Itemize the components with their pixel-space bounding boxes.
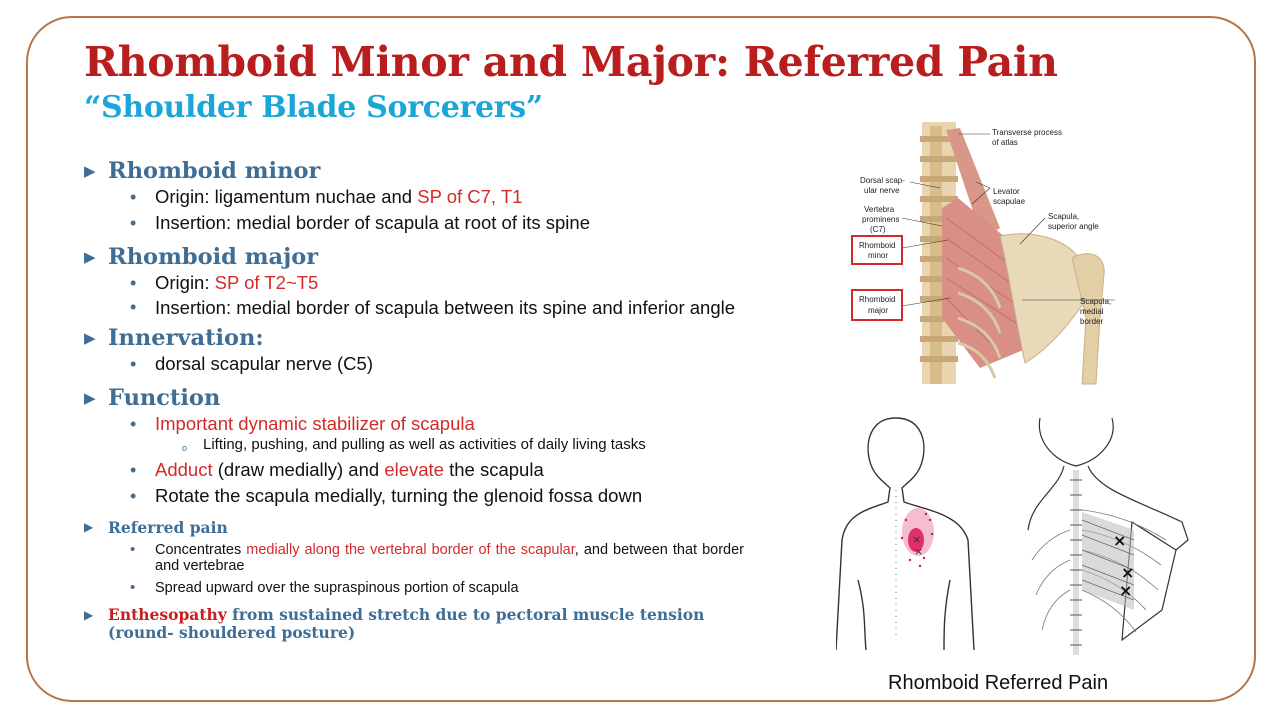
minor-origin: • Origin: ligamentum nuchae and SP of C7…: [130, 186, 523, 207]
svg-text:scapulae: scapulae: [993, 197, 1026, 206]
label-rhomboid-major: Rhomboid: [859, 295, 895, 304]
slide-title: Rhomboid Minor and Major: Referred Pain: [84, 38, 1058, 86]
svg-text:superior angle: superior angle: [1048, 222, 1099, 231]
svg-text:border: border: [1080, 317, 1103, 326]
label-scapula-medial-border: Scapula,: [1080, 297, 1111, 306]
svg-text:medial: medial: [1080, 307, 1104, 316]
figure-caption: Rhomboid Referred Pain: [888, 672, 1109, 694]
svg-text:prominens: prominens: [862, 215, 899, 224]
svg-text:(C7): (C7): [870, 225, 886, 234]
bullet-icon: •: [130, 486, 137, 506]
scapula-bone: [999, 233, 1091, 364]
svg-text:major: major: [868, 306, 888, 315]
svg-text:×: ×: [1121, 563, 1134, 582]
major-origin: • Origin: SP of T2~T5: [130, 272, 319, 293]
referred-pain-illustration: × × × × ×: [836, 417, 1189, 655]
svg-text:×: ×: [1119, 581, 1132, 600]
triangle-bullet-icon: ▶: [84, 608, 94, 622]
bullet-icon: •: [130, 187, 137, 207]
innervation-item: • dorsal scapular nerve (C5): [130, 353, 373, 374]
rhomboid-major-box: [851, 289, 903, 321]
svg-text:ular nerve: ular nerve: [864, 186, 900, 195]
referred-item-2: • Spread upward over the supraspinous po…: [130, 579, 519, 597]
heading-innervation: ▶ Innervation:: [84, 325, 264, 351]
label-scapula-superior-angle: Scapula,: [1048, 212, 1079, 221]
slide-content: ▶ Rhomboid minor • Origin: ligamentum nu…: [84, 156, 774, 642]
heading-rhomboid-minor: ▶ Rhomboid minor: [84, 158, 321, 184]
bullet-icon: •: [130, 414, 137, 434]
heading-function: ▶ Function: [84, 385, 221, 411]
major-insertion: • Insertion: medial border of scapula be…: [130, 297, 736, 318]
referred-item-1: • Concentrates medially along the verteb…: [130, 541, 744, 575]
bullet-icon: •: [130, 460, 137, 480]
bullet-icon: •: [130, 213, 137, 233]
triangle-bullet-icon: ▶: [84, 329, 96, 347]
label-rhomboid-minor: Rhomboid: [859, 241, 895, 250]
rhomboid-anatomy-illustration: Transverse process of atlas Dorsal scap-…: [850, 118, 1122, 386]
rhomboid-minor-box: [851, 235, 903, 265]
bullet-icon: •: [130, 579, 136, 596]
vertebrae: [1070, 470, 1082, 655]
levator-scapulae-muscle: [946, 128, 1000, 238]
svg-text:of atlas: of atlas: [992, 138, 1018, 147]
triangle-bullet-icon: ▶: [84, 248, 96, 266]
label-transverse-process: Transverse process: [992, 128, 1062, 137]
vertebral-column: [920, 122, 958, 384]
pain-pattern: × ×: [900, 508, 934, 568]
minor-insertion: • Insertion: medial border of scapula at…: [130, 212, 590, 233]
slide-subtitle: “Shoulder Blade Sorcerers”: [84, 90, 543, 125]
svg-text:minor: minor: [868, 251, 888, 260]
heading-rhomboid-major: ▶ Rhomboid major: [84, 244, 319, 270]
function-subitem: o Lifting, pushing, and pulling as well …: [84, 435, 774, 455]
triangle-bullet-icon: ▶: [84, 389, 96, 407]
label-levator-scapulae: Levator: [993, 187, 1020, 196]
bullet-icon: •: [130, 297, 137, 317]
bullet-icon: •: [130, 273, 137, 293]
trigger-point-marks: × × ×: [1113, 531, 1134, 600]
bullet-icon: •: [130, 354, 137, 374]
function-item-3: • Rotate the scapula medially, turning t…: [130, 485, 643, 506]
svg-text:×: ×: [1113, 531, 1126, 550]
heading-referred-pain: ▶ Referred pain: [84, 518, 228, 537]
label-vertebra-prominens: Vertebra: [864, 205, 895, 214]
triangle-bullet-icon: ▶: [84, 162, 96, 180]
svg-text:×: ×: [914, 545, 923, 558]
back-silhouette: [836, 417, 975, 651]
bullet-icon: •: [130, 541, 136, 558]
function-item-1: • Important dynamic stabilizer of scapul…: [130, 413, 475, 434]
circle-bullet-icon: o: [182, 443, 188, 453]
triangle-bullet-icon: ▶: [84, 520, 94, 534]
function-item-2: • Adduct (draw medially) and elevate the…: [130, 459, 544, 480]
enthesopathy-note: ▶ Enthesopathy from sustained stretch du…: [84, 605, 705, 642]
label-dorsal-scapular-nerve: Dorsal scap-: [860, 176, 905, 185]
rhomboid-hatched-area: [1082, 512, 1134, 610]
svg-text:×: ×: [912, 533, 921, 546]
humerus-bone: [1071, 253, 1105, 385]
slide-frame: [26, 16, 1256, 702]
